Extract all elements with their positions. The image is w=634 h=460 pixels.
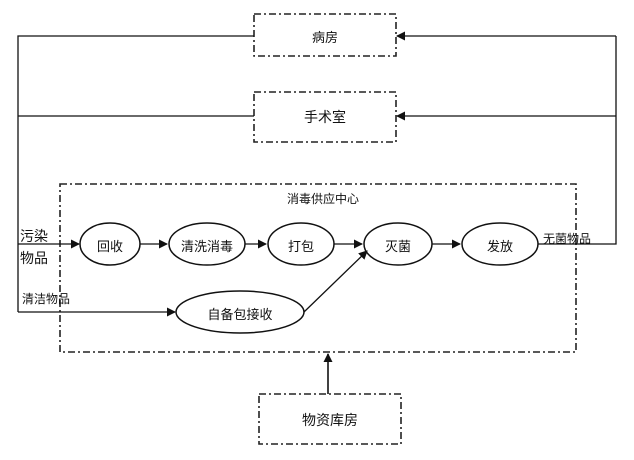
wash-label: 清洗消毒: [180, 240, 233, 255]
ward-box: [253, 13, 397, 57]
warehouse-label: 物资库房: [302, 413, 358, 429]
sterilize-label: 灭菌: [384, 240, 411, 255]
ward-label: 病房: [311, 31, 338, 46]
self-pack-label: 自备包接收: [207, 308, 273, 323]
dispatch-outflow-line: [538, 36, 617, 245]
contaminated-label-line2: 物品: [20, 251, 48, 267]
pack-label: 打包: [287, 240, 314, 255]
clean-items-label: 清洁物品: [22, 292, 71, 306]
operating-room-label: 手术室: [304, 110, 346, 126]
contaminated-label-line1: 污染: [20, 229, 48, 245]
recycle-label: 回收: [96, 240, 123, 255]
dispatch-label: 发放: [486, 240, 513, 255]
warehouse-box: [258, 393, 402, 445]
center-box: [59, 183, 577, 353]
self-pack-to-sterilize-arrow: [303, 250, 368, 313]
sterile-items-label: 无菌物品: [543, 232, 592, 246]
ward-outflow-line: [17, 35, 254, 312]
center-label: 消毒供应中心: [286, 192, 359, 206]
